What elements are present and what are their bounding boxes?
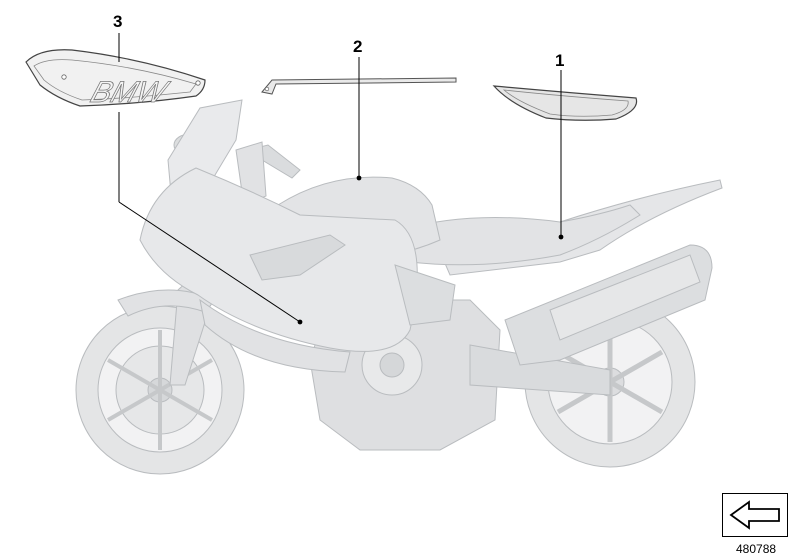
callout-3: 3 (113, 12, 123, 31)
leader-lines (118, 33, 562, 323)
callout-2: 2 (353, 37, 363, 56)
decal-3-fairing: BMW (25, 49, 206, 109)
leader-dots (297, 175, 564, 325)
motorcycle-illustration (75, 99, 723, 475)
decal-2-stripe (261, 77, 457, 95)
decal-1-tail (492, 85, 638, 121)
decal-bmw-text: BMW (87, 75, 174, 109)
callout-1: 1 (555, 51, 565, 70)
back-arrow-button[interactable] (722, 493, 788, 537)
diagram-id: 480788 (736, 542, 777, 556)
arrow-left-icon (729, 500, 780, 530)
